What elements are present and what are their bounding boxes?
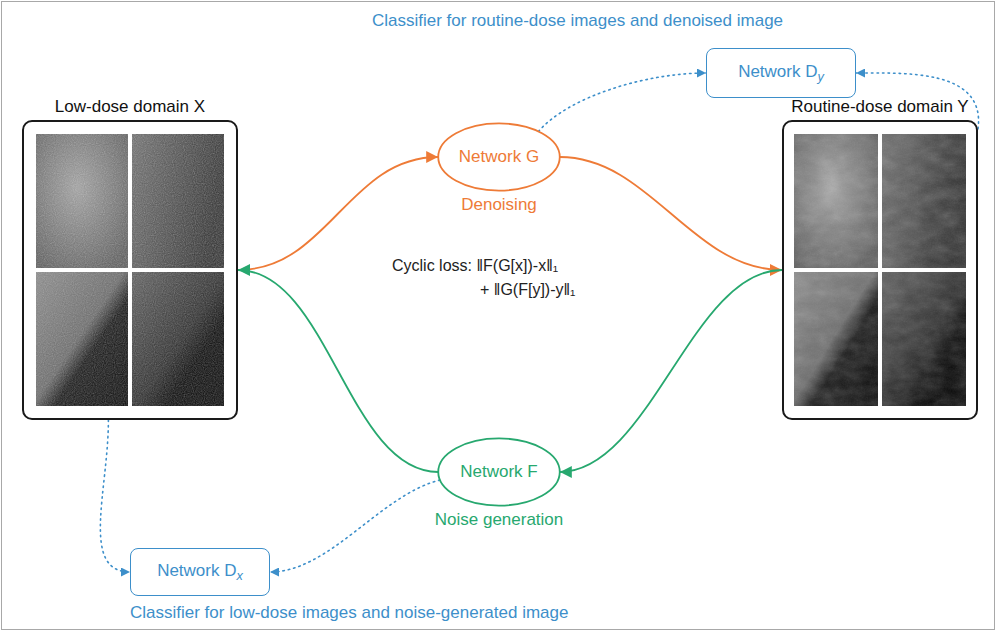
loss-formula: + ‖G(F[y])-y‖₁ bbox=[480, 280, 576, 299]
ellipse-shape bbox=[438, 123, 560, 190]
text-main: Network D bbox=[738, 62, 817, 81]
classifier-box: Network Dx bbox=[130, 548, 270, 596]
network-ellipse: Network FNoise generation bbox=[437, 437, 561, 507]
flow-connector bbox=[238, 157, 438, 270]
network-name: Network Dx bbox=[157, 561, 243, 584]
classifier-caption: Classifier for routine-dose images and d… bbox=[372, 11, 783, 31]
domain-box: Routine-dose domain Y bbox=[782, 120, 978, 420]
ellipse-shape bbox=[438, 438, 560, 505]
dotted-connector bbox=[270, 480, 440, 572]
classifier-box: Network Dy bbox=[706, 48, 856, 98]
network-name: Network F bbox=[460, 462, 537, 482]
loss-formula: Cyclic loss: ‖F(G[x])-x‖₁ bbox=[392, 256, 558, 275]
classifier-caption: Classifier for low-dose images and noise… bbox=[130, 603, 568, 623]
domain-box: Low-dose domain X bbox=[22, 120, 238, 420]
network-name: Network G bbox=[459, 147, 539, 167]
text-subscript: y bbox=[817, 69, 823, 84]
flow-connector bbox=[560, 270, 782, 472]
low-dose-tiles bbox=[36, 134, 224, 406]
dotted-connector bbox=[539, 73, 707, 132]
network-role: Denoising bbox=[461, 195, 537, 215]
network-ellipse: Network GDenoising bbox=[437, 122, 561, 192]
domain-heading: Low-dose domain X bbox=[55, 97, 205, 117]
network-role: Noise generation bbox=[435, 510, 564, 530]
flow-connector bbox=[238, 270, 438, 472]
text-subscript: x bbox=[236, 568, 242, 583]
text-main: Network D bbox=[157, 561, 236, 580]
domain-heading: Routine-dose domain Y bbox=[791, 97, 968, 117]
routine-dose-tiles bbox=[794, 134, 966, 406]
flow-connector bbox=[560, 157, 782, 270]
dotted-connector bbox=[100, 420, 130, 572]
network-name: Network Dy bbox=[738, 62, 824, 85]
